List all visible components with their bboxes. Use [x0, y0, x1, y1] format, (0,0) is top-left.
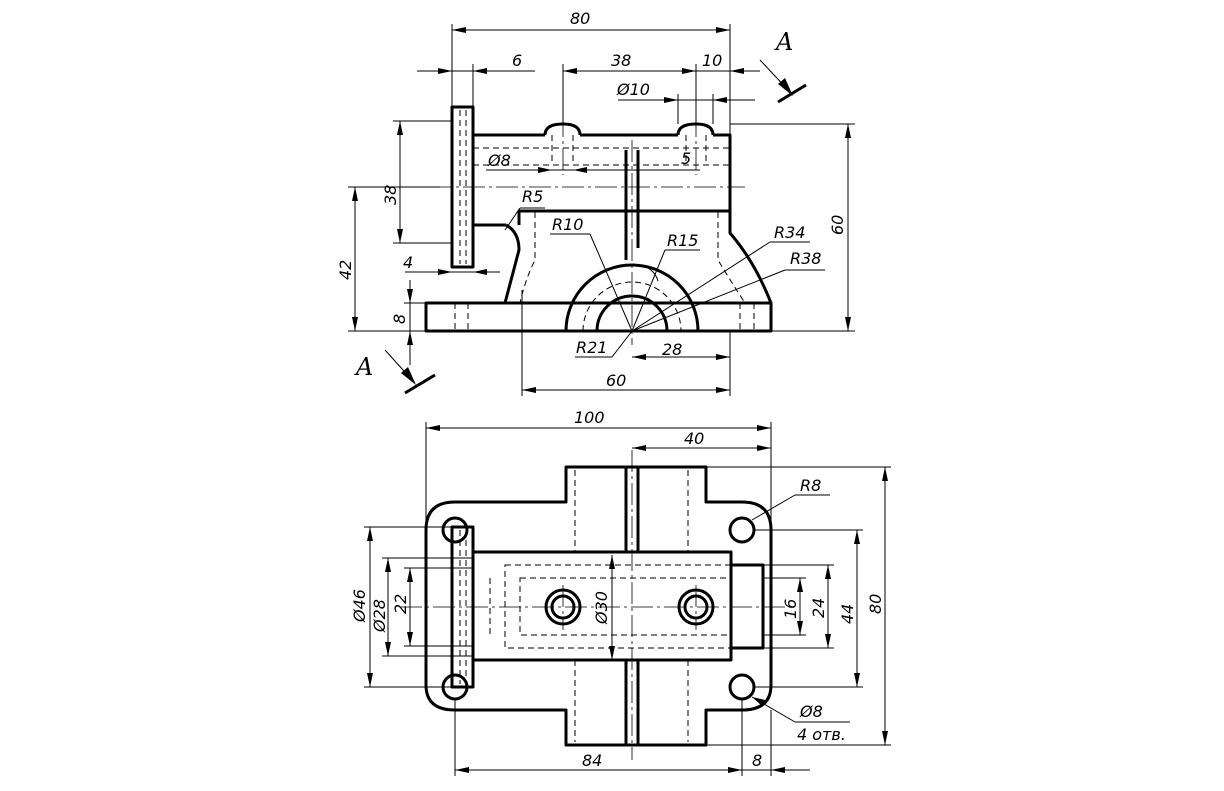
- front-view-labels: A A 80 6 38 10 Ø10 Ø8 5 38 R5 42 4 8 R10…: [336, 9, 847, 390]
- dim-60-right: 60: [828, 215, 847, 235]
- dim-dia10: Ø10: [616, 80, 650, 99]
- bore-inner: [595, 294, 669, 332]
- dim-dia28: Ø28: [370, 599, 389, 633]
- dim-r21: R21: [576, 338, 607, 357]
- dim-16: 16: [781, 599, 800, 619]
- mount-hole-br: [728, 673, 756, 701]
- lower-body-outline: [503, 211, 773, 304]
- dim-dia8: Ø8: [487, 151, 511, 170]
- dim-28: 28: [662, 340, 682, 359]
- side-protrusion: [731, 563, 765, 650]
- dim-80-top: 80: [866, 594, 885, 614]
- top-view-labels: 100 40 R8 Ø46 Ø28 22 Ø30 16 24 44 80 Ø8 …: [350, 408, 885, 770]
- dim-r8: R8: [800, 476, 821, 495]
- dim-60-bottom: 60: [606, 371, 626, 390]
- dim-100: 100: [574, 408, 605, 427]
- upper-body-outline: [473, 133, 732, 227]
- mount-hole-tr: [728, 516, 756, 544]
- mount-hole-tl: [441, 516, 469, 544]
- dim-r15: R15: [667, 231, 698, 250]
- top-view-dimensions: [364, 422, 891, 776]
- section-label-top: A: [774, 28, 793, 56]
- dim-44: 44: [838, 604, 857, 624]
- dim-8-top: 8: [752, 751, 762, 770]
- dim-80: 80: [570, 9, 590, 28]
- front-view: [424, 105, 773, 345]
- dim-r34: R34: [774, 223, 805, 242]
- section-label-bottom: A: [354, 353, 373, 381]
- dim-84: 84: [582, 751, 602, 770]
- dim-hole-count: 4 отв.: [797, 725, 846, 744]
- dim-10: 10: [702, 51, 722, 70]
- boss-left: [543, 122, 582, 136]
- dim-r38: R38: [790, 249, 821, 268]
- front-view-dimensions: [348, 24, 855, 396]
- dim-r10: R10: [552, 215, 583, 234]
- dim-22: 22: [391, 594, 410, 614]
- dim-6: 6: [512, 51, 522, 70]
- dim-38-vertical: 38: [381, 185, 400, 205]
- dim-5: 5: [681, 149, 691, 168]
- dim-40: 40: [684, 429, 704, 448]
- dim-8-front: 8: [390, 314, 409, 324]
- dim-38-top: 38: [611, 51, 631, 70]
- dim-r5: R5: [522, 187, 543, 206]
- dim-24: 24: [809, 598, 828, 618]
- dim-dia46: Ø46: [350, 589, 369, 623]
- dim-4: 4: [403, 253, 413, 272]
- dim-dia30: Ø30: [592, 591, 611, 625]
- dim-42: 42: [336, 260, 355, 280]
- dim-hole-dia8: Ø8: [799, 702, 823, 721]
- boss-right: [676, 122, 715, 136]
